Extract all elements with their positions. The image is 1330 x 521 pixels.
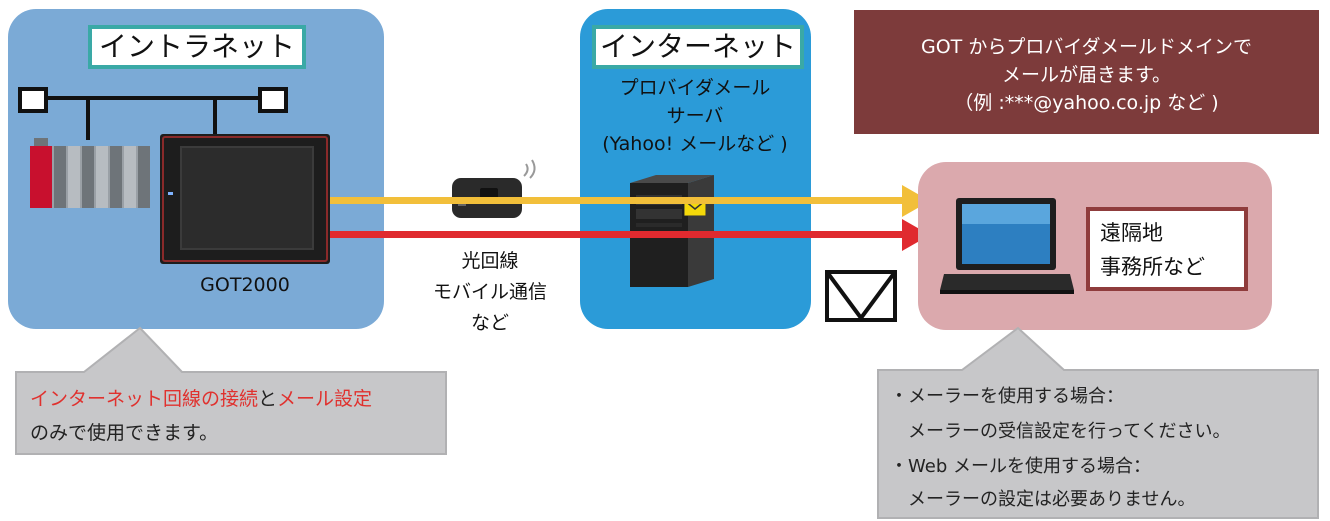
yellow-arrow-head [902, 185, 930, 217]
wireless-signal-icon [523, 159, 536, 179]
internet-title: インターネット [592, 25, 804, 69]
plc-icon [30, 138, 150, 208]
link-label-1: 光回線 [461, 250, 519, 272]
yellow-connection-line [330, 197, 910, 204]
link-label-2: モバイル通信 [432, 281, 547, 303]
notice-line-1: GOT からプロバイダメールドメインで [921, 36, 1252, 58]
right-callout-line-2: メーラーの受信設定を行ってください。 [890, 421, 1231, 442]
intranet-title: イントラネット [88, 25, 306, 69]
server-label-2: サーバ [666, 105, 724, 127]
drop-plc [86, 96, 90, 140]
notice-line-2: メールが届きます。 [1001, 64, 1172, 86]
laptop-icon [940, 198, 1074, 294]
callout-red-text-1: インターネット回線の接続 [30, 388, 259, 410]
notice-line-3: （例 :***@yahoo.co.jp など ) [954, 92, 1219, 114]
red-arrow-head [902, 219, 930, 251]
port-left-icon [18, 87, 48, 113]
callout-red-text-2: メール設定 [277, 388, 373, 410]
remote-office-label-box [1086, 207, 1248, 291]
right-callout-line-4: メーラーの設定は必要ありません。 [890, 489, 1196, 510]
right-callout-shape [877, 326, 1319, 519]
got2000-label: GOT2000 [200, 274, 290, 296]
server-label-3: (Yahoo! メールなど ) [602, 133, 788, 155]
got2000-hmi-icon [160, 134, 330, 264]
left-callout-line-2: のみで使用できます。 [30, 422, 219, 444]
right-callout-line-3: ・Web メールを使用する場合： [890, 456, 1151, 477]
red-connection-line [330, 231, 910, 238]
left-callout-shape [15, 326, 447, 455]
notice-box [854, 10, 1319, 134]
port-right-icon [258, 87, 288, 113]
server-label-1: プロバイダメール [619, 77, 771, 99]
right-callout-line-1: ・メーラーを使用する場合： [890, 386, 1124, 407]
mail-envelope-icon [825, 270, 897, 322]
drop-got [213, 96, 217, 134]
remote-office-line-2: 事務所など [1100, 255, 1205, 279]
callout-black-text: と [258, 388, 278, 410]
remote-office-line-1: 遠隔地 [1100, 221, 1163, 245]
network-bus [44, 96, 276, 100]
link-label-3: など [470, 312, 509, 334]
left-callout-line-1: インターネット回線の接続とメール設定 [30, 386, 450, 412]
